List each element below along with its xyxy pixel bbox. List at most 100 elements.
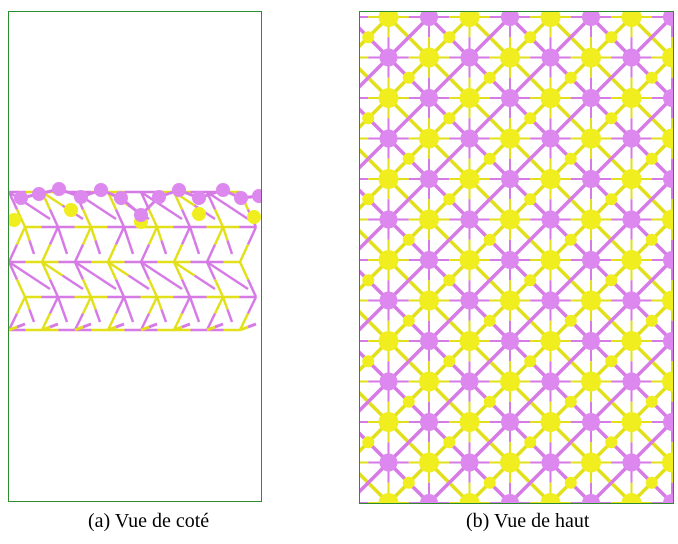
bond — [82, 322, 92, 329]
bond — [61, 274, 84, 291]
bond — [28, 274, 51, 291]
bond — [173, 260, 196, 277]
magenta-atom — [501, 413, 519, 431]
yellow-atom — [645, 395, 658, 408]
magenta-atom — [663, 89, 673, 107]
bond — [246, 296, 258, 315]
yellow-atom — [419, 209, 439, 230]
magenta-atom — [663, 251, 673, 269]
bond — [172, 261, 184, 281]
bond — [140, 260, 163, 277]
bond — [9, 325, 18, 332]
yellow-atom — [540, 493, 561, 503]
magenta-atom — [152, 190, 166, 204]
bond — [160, 240, 168, 255]
bond — [15, 278, 27, 298]
yellow-atom — [605, 436, 618, 449]
yellow-atom — [378, 331, 399, 351]
yellow-atom — [564, 71, 577, 84]
yellow-atom — [621, 250, 642, 270]
magenta-atom — [501, 12, 519, 26]
bond — [180, 226, 192, 246]
magenta-atom — [622, 453, 641, 472]
magenta-atom — [582, 251, 600, 269]
bond — [94, 274, 117, 291]
bond — [139, 243, 151, 263]
yellow-atom — [524, 31, 537, 44]
magenta-atom — [172, 183, 186, 197]
bond — [139, 312, 151, 331]
bond — [213, 208, 225, 228]
yellow-atom — [564, 395, 577, 408]
magenta-atom — [460, 210, 479, 229]
magenta-atom — [622, 210, 641, 229]
bond — [160, 204, 183, 221]
bond — [48, 296, 60, 315]
yellow-atom — [605, 274, 618, 287]
bond — [148, 322, 158, 329]
magenta-atom — [582, 12, 600, 26]
magenta-atom — [541, 129, 560, 148]
bond — [40, 243, 52, 263]
yellow-atom — [500, 209, 520, 230]
magenta-atom — [582, 494, 600, 503]
bond — [16, 322, 26, 329]
bond — [173, 325, 183, 332]
bond — [180, 208, 192, 228]
yellow-atom — [524, 436, 537, 449]
yellow-atom — [419, 371, 439, 392]
yellow-atom — [540, 331, 561, 351]
bond — [181, 322, 191, 329]
yellow-atom — [621, 169, 642, 189]
bond — [48, 278, 60, 298]
bond — [81, 208, 93, 228]
yellow-atom — [500, 371, 520, 392]
yellow-atom — [605, 355, 618, 368]
magenta-atom — [192, 191, 206, 205]
magenta-atom — [420, 170, 438, 188]
bond — [360, 76, 370, 89]
bond — [127, 240, 135, 255]
yellow-atom — [540, 250, 561, 270]
yellow-atom — [378, 412, 399, 432]
bond — [360, 481, 370, 494]
magenta-atom — [622, 48, 641, 67]
bond — [94, 204, 117, 221]
bond — [238, 261, 250, 281]
bond — [61, 309, 69, 323]
magenta-atom — [94, 183, 108, 197]
yellow-atom — [443, 31, 456, 44]
caption-top-view: (b) Vue de haut — [466, 510, 590, 532]
yellow-atom — [378, 88, 399, 108]
bond — [205, 312, 217, 331]
bond — [114, 296, 126, 315]
yellow-atom — [605, 193, 618, 206]
magenta-atom — [622, 291, 641, 310]
bond — [246, 226, 258, 246]
yellow-atom — [459, 250, 480, 270]
magenta-atom — [420, 413, 438, 431]
bond — [122, 226, 130, 241]
yellow-atom — [443, 274, 456, 287]
side-view-structure — [9, 182, 261, 332]
magenta-atom — [541, 291, 560, 310]
magenta-atom — [134, 208, 148, 222]
bond — [360, 391, 370, 403]
magenta-atom — [663, 170, 673, 188]
bond — [188, 296, 196, 310]
bond — [188, 226, 196, 241]
magenta-atom — [420, 89, 438, 107]
bond — [73, 261, 85, 281]
yellow-atom — [483, 152, 496, 165]
magenta-atom — [420, 251, 438, 269]
yellow-atom — [645, 476, 658, 489]
bond — [172, 243, 184, 263]
bond — [160, 274, 183, 291]
bond — [9, 261, 19, 281]
yellow-atom — [621, 331, 642, 351]
magenta-atom — [420, 12, 438, 26]
yellow-atom — [378, 493, 399, 503]
magenta-atom — [74, 190, 88, 204]
magenta-atom — [460, 453, 479, 472]
bond — [193, 240, 201, 255]
